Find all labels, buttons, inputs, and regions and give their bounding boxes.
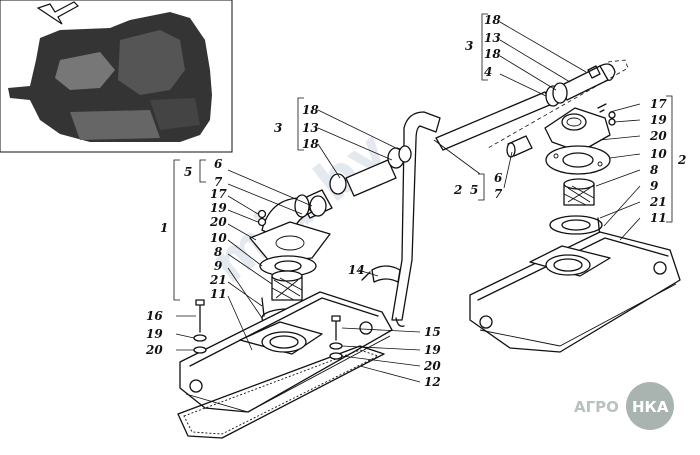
engine-inset (0, 0, 233, 153)
label-4: 4 (484, 65, 492, 79)
label-21-right: 21 (649, 195, 667, 209)
label-3-middle: 3 (274, 121, 282, 135)
label-10-right: 10 (650, 147, 667, 161)
middle-pipe (329, 111, 441, 327)
label-1: 1 (160, 221, 168, 235)
label-14: 14 (348, 263, 365, 277)
right-valve-cover (469, 231, 681, 353)
label-2-left: 2 (453, 183, 462, 197)
label-17-right: 17 (650, 97, 667, 111)
label-9-right: 9 (650, 179, 659, 193)
label-19-bolt-right: 19 (424, 343, 441, 357)
label-18-middle-b: 18 (302, 137, 319, 151)
label-7-left: 7 (214, 175, 223, 189)
label-3-right: 3 (465, 39, 473, 53)
label-18-upper-b: 18 (484, 47, 501, 61)
label-21-left: 21 (209, 273, 227, 287)
label-16: 16 (146, 309, 163, 323)
label-8-left: 8 (214, 245, 223, 259)
label-17-left: 17 (210, 187, 227, 201)
label-18-middle: 18 (302, 103, 319, 117)
right-pipe-assembly (435, 59, 629, 239)
label-19-right: 19 (650, 113, 667, 127)
label-13-upper: 13 (484, 31, 501, 45)
label-11-left: 11 (210, 287, 227, 301)
label-5-right: 5 (470, 183, 478, 197)
left-valve-cover (177, 291, 393, 439)
label-20-bolt-left: 20 (145, 343, 163, 357)
label-5-left: 5 (184, 165, 192, 179)
label-20-bolt-right: 20 (423, 359, 441, 373)
agronka-logo: АГРО НКА (574, 382, 674, 430)
label-18-upper: 18 (484, 13, 501, 27)
label-15: 15 (424, 325, 441, 339)
label-10-left: 10 (210, 231, 227, 245)
label-2-right: 2 (677, 153, 686, 167)
label-13-middle: 13 (302, 121, 319, 135)
logo-text-left: АГРО (574, 398, 619, 416)
label-8-right: 8 (650, 163, 659, 177)
label-6-right: 6 (494, 171, 503, 185)
logo-text-right: НКА (632, 398, 669, 416)
label-20-left: 20 (209, 215, 227, 229)
label-6-left: 6 (214, 157, 223, 171)
label-20-right: 20 (649, 129, 667, 143)
label-7-right: 7 (494, 187, 503, 201)
label-12: 12 (424, 375, 441, 389)
leader-lines (175, 21, 641, 383)
label-19-left: 19 (210, 201, 227, 215)
group-brackets (173, 13, 673, 301)
label-11-right: 11 (650, 211, 667, 225)
logo-circle (626, 382, 674, 430)
label-19-bolt-left: 19 (146, 327, 163, 341)
callout-labels: 18 13 18 4 3 18 13 18 3 2 5 6 7 17 19 20… (145, 13, 686, 389)
label-9-left: 9 (214, 259, 223, 273)
